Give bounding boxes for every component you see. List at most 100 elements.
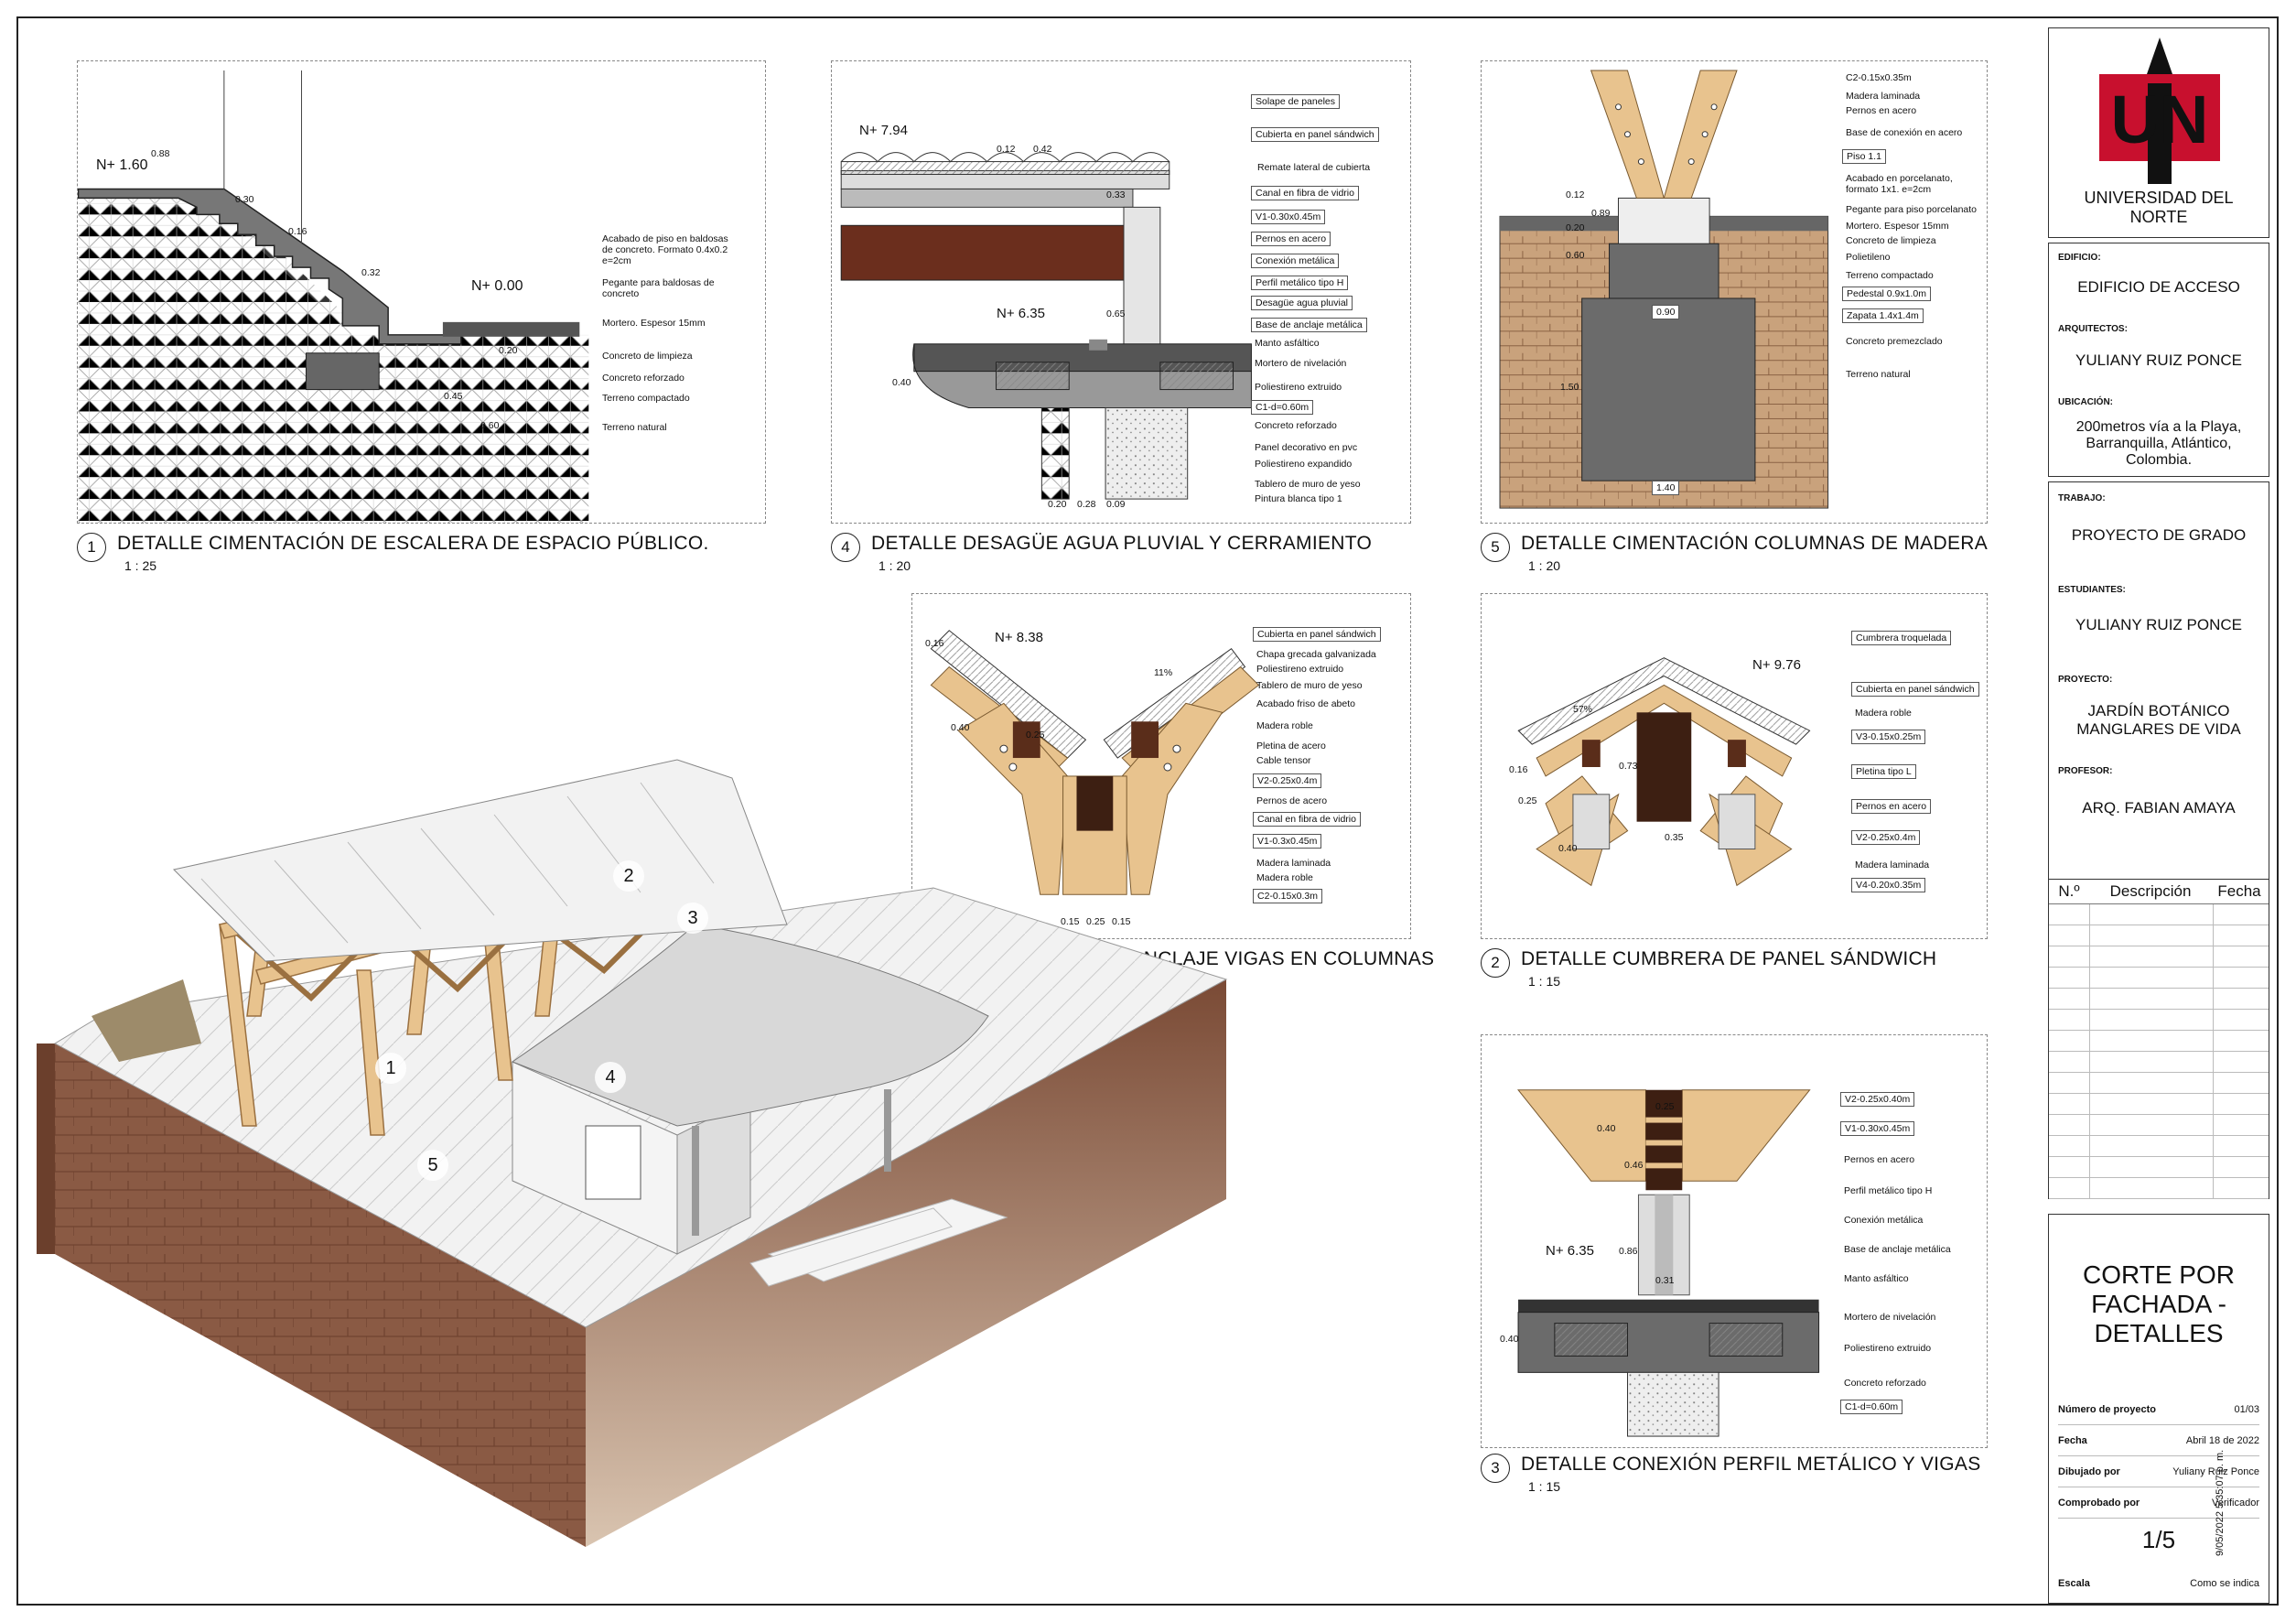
drain-dim-7: 0.28 — [1077, 499, 1096, 510]
detail-ridge-scale: 1 : 15 — [1528, 974, 1561, 989]
un-logo-text: UN — [2111, 81, 2209, 157]
detail-ridge-frame: N+ 9.76 57% 0.16 0.25 0.73 0.40 0.35 Cum… — [1481, 593, 1988, 939]
columns-label-6: Acabado en porcelanato, formato 1x1. e=2… — [1846, 173, 1953, 195]
columns-label-12: Pedestal 0.9x1.0m — [1842, 287, 1931, 301]
canal-label-15: C2-0.15x0.3m — [1253, 889, 1322, 903]
detail-stair-drawing — [78, 70, 589, 523]
steel-label-9: Poliestireno extruido — [1844, 1343, 1932, 1354]
revision-row — [2049, 1031, 2269, 1052]
canal-label-8: Cable tensor — [1256, 755, 1311, 766]
stair-dim-6: 0.45 — [444, 391, 463, 402]
steel-dim-5: 0.31 — [1655, 1275, 1675, 1286]
steel-level-1: N+ 6.35 — [1546, 1243, 1594, 1259]
tb-building-cell: EDIFICIO: EDIFICIO DE ACCESO ARQUITECTOS… — [2048, 243, 2269, 477]
canal-dim-5: 0.15 — [1061, 916, 1080, 927]
ridge-label-9: V4-0.20x0.35m — [1851, 878, 1926, 892]
revision-row — [2049, 968, 2269, 989]
columns-label-1: C2-0.15x0.35m — [1846, 72, 1912, 83]
steel-label-5: Conexión metálica — [1844, 1215, 1924, 1226]
columns-label-14: Concreto premezclado — [1846, 336, 1943, 347]
detail-drain-drawing — [840, 152, 1252, 500]
detail-steel-drawing — [1517, 1089, 1820, 1437]
detail-columns-frame: 0.12 0.20 0.89 0.60 0.90 1.50 1.40 C2-0.… — [1481, 60, 1988, 524]
stair-label-5: Concreto reforzado — [602, 373, 684, 384]
university-name: UNIVERSIDAD DEL NORTE — [2084, 189, 2234, 226]
detail-stair-heading: DETALLE CIMENTACIÓN DE ESCALERA DE ESPAC… — [117, 533, 709, 554]
steel-label-3: Pernos en acero — [1844, 1154, 1915, 1165]
fecha-key: Fecha — [2058, 1434, 2087, 1446]
ridge-label-7: V2-0.25x0.4m — [1851, 830, 1921, 845]
canal-label-9: V2-0.25x0.4m — [1253, 773, 1322, 788]
ridge-dim-1: 57% — [1573, 704, 1593, 715]
steel-dim-4: 0.86 — [1619, 1246, 1638, 1257]
drain-label-8: Perfil metálico tipo H — [1251, 276, 1349, 290]
canal-label-1: Cubierta en panel sándwich — [1253, 627, 1381, 642]
detail-drain-scale: 1 : 20 — [879, 558, 911, 573]
arquitectos-key: ARQUITECTOS: — [2058, 324, 2128, 334]
canal-label-4: Tablero de muro de yeso — [1256, 680, 1363, 691]
num-proyecto-key: Número de proyecto — [2058, 1403, 2156, 1415]
detail-stair-number: 1 — [77, 533, 106, 562]
iso-callout-4: 4 — [595, 1062, 626, 1093]
iso-callout-1: 1 — [375, 1053, 406, 1084]
columns-label-8: Mortero. Espesor 15mm — [1846, 221, 1949, 232]
stair-label-7: Terreno natural — [602, 422, 667, 433]
canal-label-10: Pernos de acero — [1256, 795, 1328, 806]
columns-label-9: Concreto de limpieza — [1846, 235, 1936, 246]
drain-label-3: Remate lateral de cubierta — [1257, 162, 1371, 173]
ubicacion-value: 200metros vía a la Playa, Barranquilla, … — [2075, 419, 2242, 468]
ridge-dim-3: 0.25 — [1518, 795, 1537, 806]
drain-label-16: Panel decorativo en pvc — [1255, 442, 1358, 453]
iso-callout-3: 3 — [677, 903, 708, 934]
stair-dim-1: 0.30 — [235, 194, 254, 205]
revision-row — [2049, 1073, 2269, 1094]
ridge-level-1: N+ 9.76 — [1752, 657, 1801, 673]
profesor-value: ARQ. FABIAN AMAYA — [2082, 799, 2236, 816]
revision-row — [2049, 989, 2269, 1010]
detail-drain-heading: DETALLE DESAGÜE AGUA PLUVIAL Y CERRAMIEN… — [871, 533, 1373, 554]
detail-columns-heading: DETALLE CIMENTACIÓN COLUMNAS DE MADERA — [1521, 533, 1989, 554]
detail-ridge-heading: DETALLE CUMBRERA DE PANEL SÁNDWICH — [1521, 948, 1937, 969]
detail-canal-drawing — [930, 630, 1260, 895]
columns-label-15: Terreno natural — [1846, 369, 1911, 380]
isometric-drawing — [37, 759, 1228, 1547]
steel-label-8: Mortero de nivelación — [1844, 1312, 1936, 1323]
ridge-dim-4: 0.73 — [1619, 761, 1638, 772]
columns-dim-2: 0.20 — [1566, 222, 1585, 233]
columns-dim-6: 1.50 — [1560, 382, 1579, 393]
detail-steel-number: 3 — [1481, 1454, 1510, 1483]
stair-label-3: Mortero. Espesor 15mm — [602, 318, 706, 329]
canal-dim-3: 0.25 — [1026, 730, 1045, 741]
ridge-dim-2: 0.16 — [1509, 764, 1528, 775]
steel-label-10: Concreto reforzado — [1844, 1378, 1926, 1389]
title-block: UN UNIVERSIDAD DEL NORTE EDIFICIO: EDIFI… — [2048, 27, 2269, 1604]
tb-sheet-cell: CORTE POR FACHADA - DETALLES Número de p… — [2048, 1214, 2269, 1604]
canal-dim-1: 0.16 — [925, 638, 944, 649]
detail-ridge-title: 2 DETALLE CUMBRERA DE PANEL SÁNDWICH 1 :… — [1481, 948, 1936, 989]
steel-label-4: Perfil metálico tipo H — [1844, 1185, 1933, 1196]
steel-label-7: Manto asfáltico — [1844, 1273, 1909, 1284]
canal-label-13: Madera laminada — [1256, 858, 1331, 869]
rev-col-no: N.º — [2058, 882, 2080, 900]
ridge-dim-5: 0.40 — [1558, 843, 1578, 854]
ridge-label-8: Madera laminada — [1855, 860, 1930, 870]
arquitectos-value: YULIANY RUIZ PONCE — [2075, 351, 2242, 369]
columns-label-4: Base de conexión en acero — [1846, 127, 1963, 138]
drain-dim-8: 0.09 — [1106, 499, 1126, 510]
canal-label-14: Madera roble — [1256, 872, 1313, 883]
detail-drain-number: 4 — [831, 533, 860, 562]
escala-value: Como se indica — [2190, 1577, 2259, 1589]
iso-callout-5: 5 — [417, 1150, 448, 1181]
canal-dim-6: 0.25 — [1086, 916, 1105, 927]
plot-timestamp: 9/05/2022 5:35:07 p. m. — [2215, 1449, 2226, 1556]
drain-level-1: N+ 7.94 — [859, 123, 908, 138]
drain-dim-6: 0.20 — [1048, 499, 1067, 510]
ridge-dim-6: 0.35 — [1665, 832, 1684, 843]
stair-label-4: Concreto de limpieza — [602, 351, 693, 362]
revision-row — [2049, 1052, 2269, 1073]
escala-row: Escala Como se indica — [2058, 1568, 2259, 1598]
escala-key: Escala — [2058, 1577, 2090, 1589]
columns-dim-7: 1.40 — [1652, 481, 1680, 495]
detail-drain-frame: N+ 7.94 N+ 6.35 0.12 0.42 0.33 0.65 0.40… — [831, 60, 1411, 524]
drain-dim-4: 0.65 — [1106, 308, 1126, 319]
